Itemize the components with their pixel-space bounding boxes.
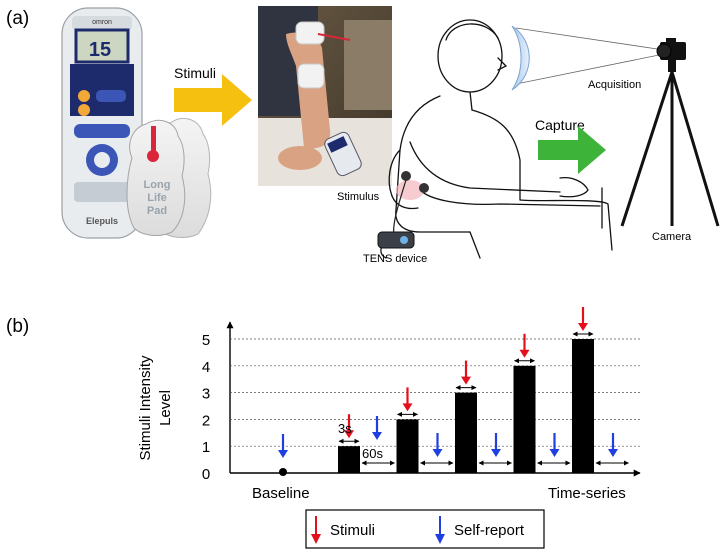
self-report-arrow-3 — [491, 433, 501, 457]
chart-gridlines — [230, 338, 640, 447]
tens-device-small-icon — [377, 231, 415, 249]
chart-bars — [279, 339, 594, 476]
timeseries-label: Time-series — [548, 485, 626, 502]
stimuli-arrow-2 — [402, 387, 413, 412]
y-tick-label-1: 1 — [202, 439, 210, 456]
capture-arrow-icon — [538, 126, 606, 174]
device-display-value: 15 — [89, 39, 111, 61]
capture-label: Capture — [535, 117, 585, 133]
y-tick-label-2: 2 — [202, 412, 210, 429]
self-report-arrow-1 — [372, 416, 382, 440]
stimulus-bar-4 — [513, 365, 536, 473]
legend-self-report-label: Self-report — [454, 522, 525, 539]
annotation-60s: 60s — [362, 446, 383, 461]
acquisition-field — [511, 25, 665, 91]
stimulus-bar-5 — [572, 339, 594, 473]
annotation-3s: 3s — [338, 421, 352, 436]
panel-b-label: (b) — [6, 316, 29, 337]
chart-annotations — [278, 307, 629, 466]
baseline-point — [279, 468, 287, 476]
chart-axes — [226, 321, 641, 477]
device-bottom-brand: Elepuls — [86, 216, 118, 226]
device-brand: omron — [92, 19, 112, 26]
tens-device-image — [61, 7, 143, 239]
stimulus-bar-3 — [455, 392, 477, 473]
y-tick-label-0: 0 — [202, 466, 210, 483]
pad-text-line2: Life — [147, 192, 167, 204]
pad-text-line1: Long — [144, 179, 171, 191]
camera-icon — [620, 38, 720, 227]
arm-electrodes — [393, 171, 429, 237]
stimulus-bar-1 — [338, 446, 360, 473]
legend-self-report-arrow-icon — [435, 516, 445, 544]
camera-label: Camera — [652, 231, 692, 243]
stimuli-arrow-3 — [461, 360, 471, 385]
acquisition-label: Acquisition — [588, 79, 641, 91]
legend: Stimuli Self-report — [305, 509, 545, 549]
seated-person-sketch — [380, 19, 613, 259]
arm-photo — [258, 6, 392, 186]
self-report-arrow-2 — [432, 433, 443, 457]
stimuli-arrow-5 — [578, 307, 588, 331]
legend-stimuli-arrow-icon — [311, 516, 321, 544]
y-tick-label-5: 5 — [202, 332, 210, 349]
self-report-arrow-baseline — [278, 434, 288, 458]
self-report-arrow-5 — [608, 433, 618, 457]
stimuli-label: Stimuli — [174, 65, 216, 81]
y-axis-label-line2: Level — [157, 390, 174, 426]
tens-device-label: TENS device — [363, 253, 427, 265]
stimuli-arrow-4 — [519, 333, 530, 358]
baseline-label: Baseline — [252, 485, 310, 502]
legend-stimuli-label: Stimuli — [330, 522, 375, 539]
panel-a-label: (a) — [6, 8, 29, 29]
stimulus-label: Stimulus — [337, 191, 380, 203]
y-tick-label-3: 3 — [202, 386, 210, 403]
stimuli-arrow-1 — [344, 414, 354, 439]
electrode-pads-image — [126, 118, 212, 238]
stimulus-bar-2 — [396, 419, 419, 473]
y-axis-label-line1: Stimuli Intensity — [137, 355, 154, 461]
y-tick-labels: 0 1 2 3 4 5 — [202, 332, 210, 483]
stimuli-arrow-icon — [174, 74, 252, 126]
self-report-arrow-4 — [549, 433, 560, 457]
y-tick-label-4: 4 — [202, 359, 210, 376]
pad-text-line3: Pad — [147, 205, 167, 217]
